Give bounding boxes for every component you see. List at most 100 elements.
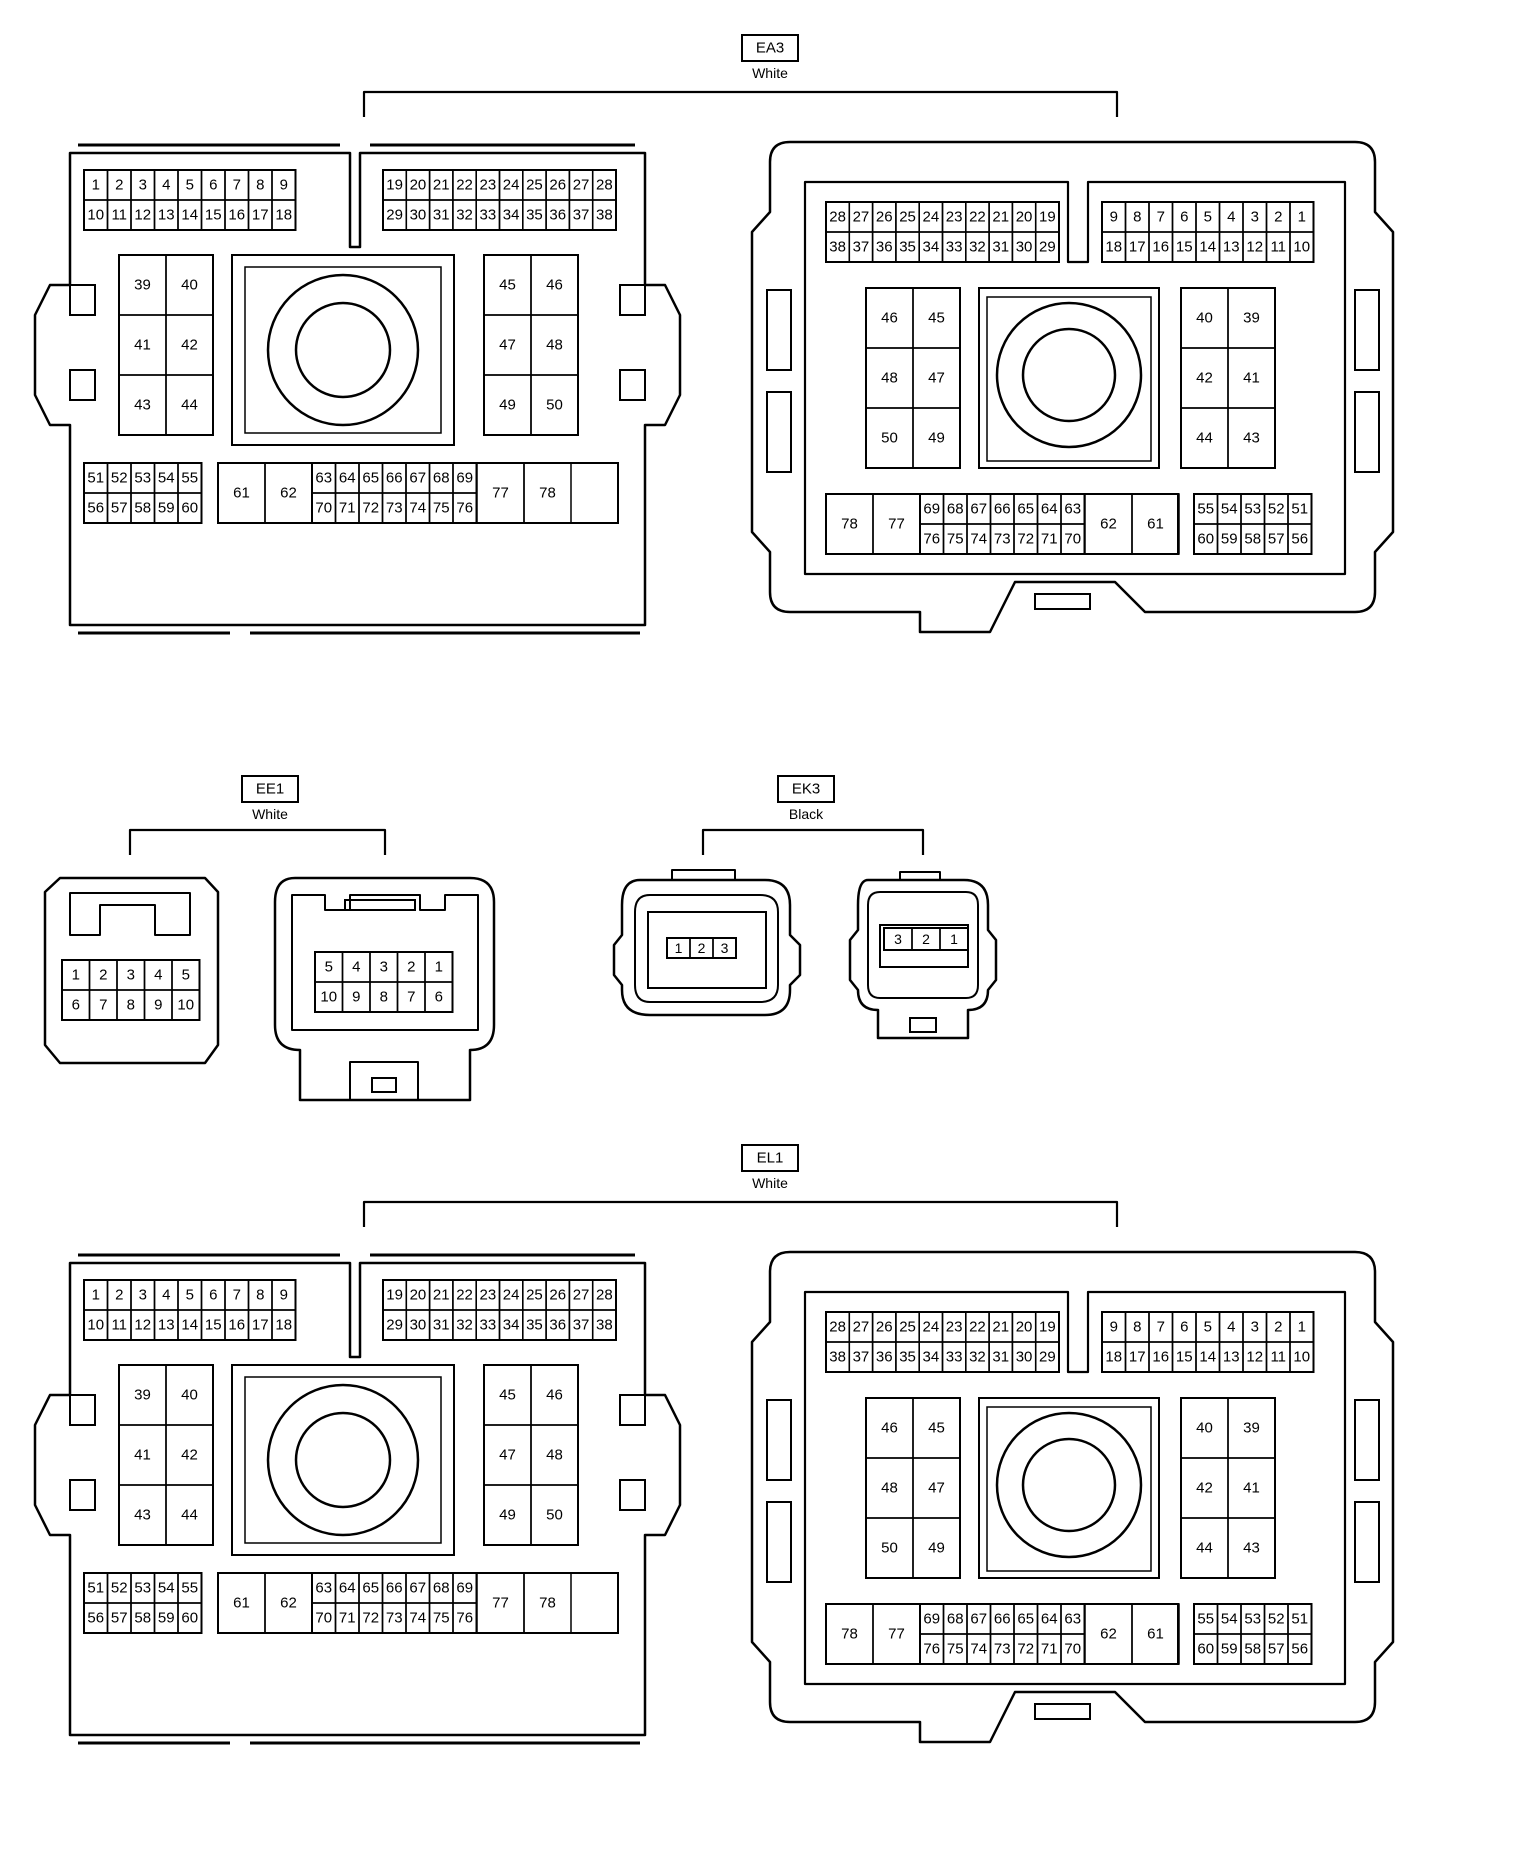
center-ring: [995, 1411, 1143, 1559]
pin-number: 78: [539, 485, 556, 502]
pin-number: 50: [881, 1540, 898, 1557]
pin-number: 44: [1196, 430, 1213, 447]
pin-number: 53: [134, 470, 151, 487]
latch-tab: [619, 284, 646, 316]
pin-number: 59: [1221, 1641, 1238, 1658]
pin-number: 68: [433, 1580, 450, 1597]
pin-number: 7: [1157, 209, 1165, 226]
pin-number: 51: [87, 470, 104, 487]
pin-number: 72: [1017, 531, 1034, 548]
pin-number: 37: [853, 1349, 870, 1366]
pin-number: 67: [970, 501, 987, 518]
pin-number: 12: [1246, 239, 1263, 256]
pin-number: 16: [228, 207, 245, 224]
pin-number: 29: [1039, 239, 1056, 256]
center-ring: [266, 273, 420, 427]
pin-number: 37: [573, 1317, 590, 1334]
pin-number: 1: [1298, 209, 1306, 226]
pin-number: 15: [1176, 1349, 1193, 1366]
pin-cell: [424, 981, 454, 1013]
pin-number: 42: [181, 1447, 198, 1464]
pin-number: 4: [1227, 1319, 1235, 1336]
connector-housing: [750, 1250, 1395, 1744]
pin-number: 15: [1176, 239, 1193, 256]
pin-number: 41: [1243, 1480, 1260, 1497]
latch-tab: [69, 1394, 96, 1426]
pin-number: 46: [881, 1420, 898, 1437]
pin-number: 35: [899, 239, 916, 256]
pin-number: 20: [1016, 209, 1033, 226]
pin-number: 1: [1298, 1319, 1306, 1336]
pin-number: 38: [829, 239, 846, 256]
pin-number: 33: [480, 1317, 497, 1334]
pin-number: 44: [1196, 1540, 1213, 1557]
pin-number: 23: [946, 1319, 963, 1336]
center-ring: [266, 1383, 420, 1537]
pin-number: 33: [946, 239, 963, 256]
pin-number: 27: [573, 1287, 590, 1304]
pin-number: 56: [1291, 1641, 1308, 1658]
pin-number: 2: [1274, 1319, 1282, 1336]
pin-number: 27: [853, 209, 870, 226]
pin-number: 40: [181, 277, 198, 294]
pin-number: 3: [127, 967, 135, 984]
latch-tab: [69, 1479, 96, 1511]
pin-number: 67: [970, 1611, 987, 1628]
pin-number: 23: [480, 177, 497, 194]
pin-number: 35: [526, 207, 543, 224]
pin-number: 71: [339, 500, 356, 517]
connector-code-box: [241, 775, 299, 803]
pin-number: 25: [899, 1319, 916, 1336]
pin-number: 21: [992, 209, 1009, 226]
side-rail: [1354, 1501, 1380, 1583]
pin-cell: [165, 1484, 214, 1546]
pin-number: 23: [946, 209, 963, 226]
latch-outline: [69, 892, 191, 936]
pin-number: 78: [539, 1595, 556, 1612]
pin-number: 9: [280, 177, 288, 194]
pin-number: 65: [362, 1580, 379, 1597]
pin-number: 74: [970, 1641, 987, 1658]
pin-number: 3: [721, 940, 729, 956]
pin-number: 11: [1270, 1349, 1286, 1366]
pin-number: 20: [410, 1287, 427, 1304]
pin-number: 11: [111, 1317, 127, 1334]
pin-number: 36: [876, 1349, 893, 1366]
pin-number: 70: [1064, 1641, 1081, 1658]
pin-number: 56: [87, 1610, 104, 1627]
pin-number: 25: [526, 177, 543, 194]
pin-number: 69: [456, 470, 473, 487]
pin-number: 18: [1105, 1349, 1122, 1366]
pin-number: 28: [596, 1287, 613, 1304]
pin-number: 70: [1064, 531, 1081, 548]
pin-number: 5: [325, 959, 333, 976]
pin-number: 31: [992, 239, 1009, 256]
pin-number: 2: [407, 959, 415, 976]
pin-number: 28: [829, 209, 846, 226]
pin-number: 57: [1268, 1641, 1285, 1658]
side-rail: [766, 1399, 792, 1481]
pin-number: 8: [256, 177, 264, 194]
pin-number: 17: [1129, 239, 1146, 256]
connector-code: EL1: [757, 1150, 784, 1167]
pin-number: 8: [1133, 209, 1141, 226]
pin-number: 30: [1016, 1349, 1033, 1366]
pin-number: 53: [134, 1580, 151, 1597]
connector-housing: [612, 878, 802, 1017]
pin-number: 77: [492, 485, 509, 502]
pin-number: 21: [433, 1287, 450, 1304]
pin-number: 38: [596, 1317, 613, 1334]
pin-number: 74: [970, 531, 987, 548]
pin-number: 60: [181, 1610, 198, 1627]
connector-housing: [43, 876, 220, 1065]
pin-number: 7: [1157, 1319, 1165, 1336]
pin-number: 70: [315, 1610, 332, 1627]
pin-number: 37: [853, 239, 870, 256]
pin-number: 41: [1243, 370, 1260, 387]
pin-number: 13: [158, 207, 175, 224]
pin-number: 21: [992, 1319, 1009, 1336]
